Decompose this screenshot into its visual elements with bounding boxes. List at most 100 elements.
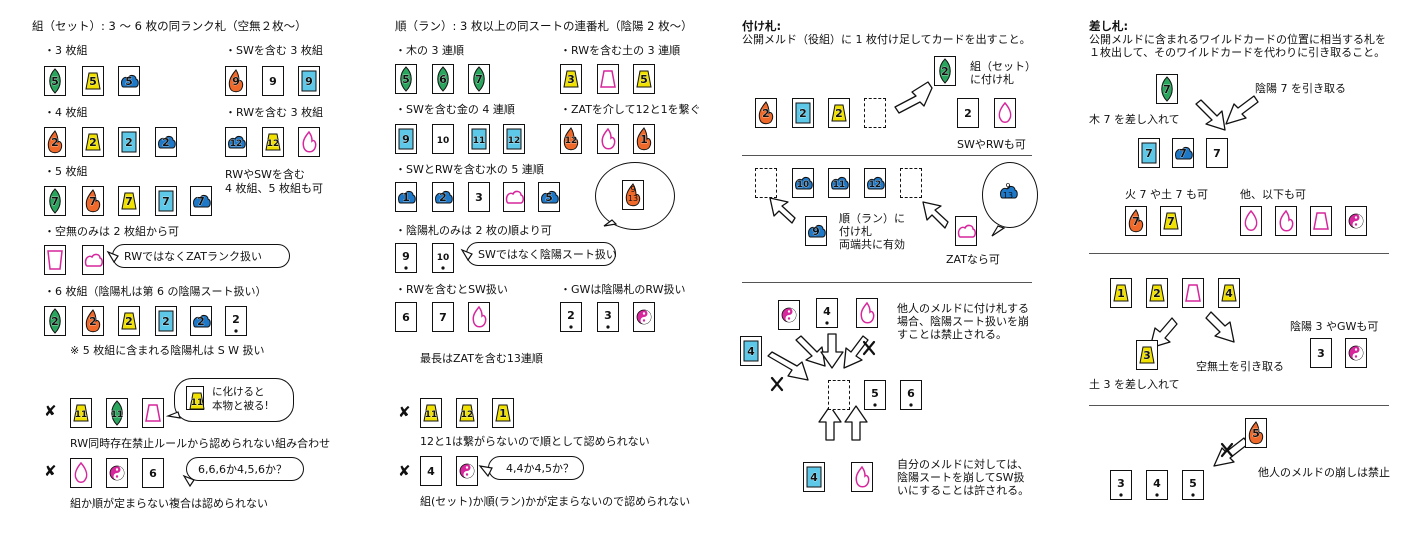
card-number: 9 (812, 225, 820, 238)
separator-4b (1089, 405, 1389, 406)
card: 7 (82, 186, 104, 216)
note-own-meld-3: いにすることは許される。 (897, 484, 1030, 497)
card: 2 (225, 306, 247, 336)
water-cloud-icon: 1 (398, 191, 416, 204)
card: 11 (420, 398, 442, 428)
water-cloud-icon: 9 13 (1000, 182, 1018, 200)
wood-leaf-icon: 11 (110, 400, 124, 426)
card (70, 458, 92, 488)
card-number: 7 (1167, 215, 1175, 228)
card-number: 9 (232, 75, 240, 88)
card-number: 5 (125, 75, 133, 88)
card-number: 2 (162, 136, 170, 149)
label-no-breaking: 他人のメルドの崩しは禁止 (1258, 466, 1390, 479)
kumu-drop-outline-icon (998, 101, 1012, 123)
card-number-2: 13 (1003, 191, 1013, 200)
yinyang-dot-icon: 9 (402, 250, 410, 270)
ng-rule-3: 12と1は繋がらないので順として認められない (420, 435, 650, 448)
earth-trapezoid-icon: 7 (1163, 212, 1179, 230)
card: 3 (1136, 340, 1158, 370)
card-number: 9 (402, 250, 410, 263)
card-number: 3 (1143, 349, 1151, 362)
card-number: 5 (871, 387, 879, 400)
card: 9 (395, 243, 417, 273)
metal-square-icon: 7 (158, 190, 174, 212)
section-water-run: ・SWとRWを含む水の 5 連順 (395, 163, 544, 176)
section-3-set: ・3 枚組 (44, 44, 88, 57)
bubble-ambiguous-2 (488, 456, 584, 480)
card-number: 5 (1189, 477, 1197, 490)
card: 3 (560, 64, 582, 94)
earth-trapezoid-icon: 7 (121, 192, 137, 210)
ng-cross-icon-4: ✘ (398, 462, 411, 480)
fire-flame-icon: 2 (758, 101, 774, 125)
bubble-rw-zat-text: RWではなくZATランク扱い (124, 250, 262, 263)
kumu-drop-outline-icon (74, 461, 88, 483)
earth-trapezoid-icon: 2 (85, 133, 101, 151)
yinyang-dot-icon: 2 (567, 309, 575, 329)
card: 1 (633, 124, 655, 154)
card-number: 7 (439, 311, 447, 324)
label-set-attach-1: 組（セット） (970, 60, 1036, 73)
col2-title: 順（ラン）: 3 枚以上の同スートの連番札（陰陽 2 枚〜） (395, 19, 693, 33)
bubble-card: 11 (186, 386, 205, 410)
earth-trapezoid-icon: 2 (1149, 284, 1165, 302)
kumu-trapezoid-outline-icon (1185, 284, 1201, 302)
arrow-attach-set (894, 81, 933, 114)
card: 12 (503, 124, 525, 154)
label-others-ok: 他、以下も可 (1240, 188, 1306, 201)
card (106, 458, 128, 488)
card-number: 3 (1117, 477, 1125, 490)
label-put-wood7: 木 7 を差し入れて (1089, 113, 1180, 126)
kumu-flame-outline-icon (302, 130, 317, 153)
card-number: 4 (810, 471, 818, 484)
card-number: 7 (1163, 83, 1171, 96)
card-number: 2 (51, 315, 59, 328)
card-number: 7 (162, 195, 170, 208)
kumu-trapezoid-outline-icon (145, 404, 161, 422)
ng-cross-icon-3: ✘ (398, 403, 411, 421)
col1-title: 組（セット）: 3 〜 6 枚の同ランク札（空無２枚〜） (32, 19, 307, 33)
label-run-attach-2: 付け札 (839, 225, 872, 238)
card: 7 (1172, 138, 1194, 168)
card: 5 (1182, 470, 1204, 500)
card: 6 (395, 302, 417, 332)
card-number: 2 (125, 315, 133, 328)
card-number: 4 (823, 305, 831, 318)
kumu-cloud-outline-icon (957, 224, 976, 238)
card: 7 (432, 302, 454, 332)
earth-trapezoid-icon: 1 (495, 404, 511, 422)
card-number: 2 (89, 315, 97, 328)
card: 1 (492, 398, 514, 428)
separator-3b (742, 282, 1032, 283)
card: 7 (1160, 206, 1182, 236)
kumu-cup-outline-icon (47, 250, 63, 270)
plain-card-icon: 4 (427, 465, 436, 479)
card: 10 (792, 168, 814, 198)
card-number: 12 (565, 136, 578, 146)
col3-title: 付け札: (742, 19, 782, 33)
card: 3 (597, 302, 619, 332)
ng-rule-2: 組か順が定まらない複合は認められない (70, 497, 268, 510)
yin-yang-icon (636, 309, 652, 325)
plain-card-icon: 9 (269, 75, 277, 89)
card: 11 (106, 398, 128, 428)
card-number: 12 (230, 139, 243, 149)
arrow-mid-left (767, 351, 809, 381)
card: 2 (44, 306, 66, 336)
card: 2 (190, 306, 212, 336)
card: 1 (395, 182, 417, 212)
card: 11 (70, 398, 92, 428)
card-number: 12 (869, 180, 882, 190)
plain-card-icon: 7 (1213, 147, 1221, 161)
label-yinyang3-gw-ok: 陰陽 3 やGWも可 (1290, 320, 1379, 333)
card-number: 4 (427, 465, 435, 478)
label-run-attach-3: 両端共に有効 (839, 238, 905, 251)
metal-square-icon: 11 (471, 128, 487, 150)
card (44, 245, 66, 275)
wood-leaf-icon: 7 (1161, 76, 1173, 102)
card: 2 (155, 306, 177, 336)
card: 2 (792, 98, 814, 128)
yinyang-dot-icon: 5 (1189, 477, 1197, 497)
